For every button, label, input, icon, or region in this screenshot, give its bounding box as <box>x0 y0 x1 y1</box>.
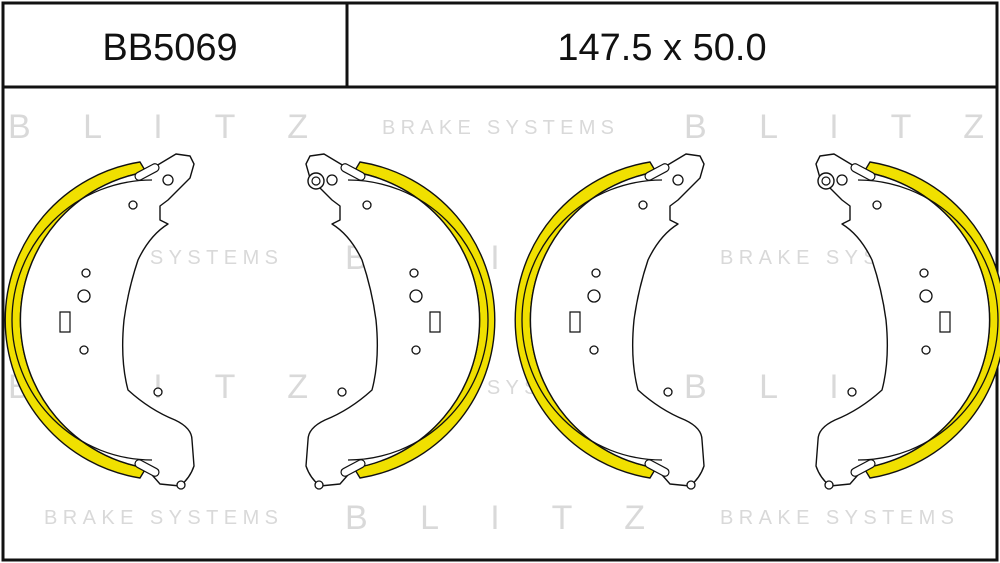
brake-shoe-2 <box>305 153 496 490</box>
brake-shoe-1 <box>4 153 195 490</box>
part-number: BB5069 <box>102 27 237 69</box>
adjuster-eye <box>307 172 325 190</box>
watermark-tagline: BRAKE SYSTEMS <box>44 507 278 529</box>
watermark-tagline: BRAKE SYSTEMS <box>382 117 614 139</box>
watermark-brand: B L I T Z <box>8 108 308 146</box>
watermark-brand: B L I T Z <box>684 108 984 146</box>
adjuster-eye <box>817 172 835 190</box>
brake-shoe-3 <box>514 153 705 490</box>
brake-shoe-4 <box>815 153 1000 490</box>
watermark-brand: B L I T Z <box>345 499 645 537</box>
dimensions-label: 147.5 x 50.0 <box>557 27 766 69</box>
watermark-tagline: BRAKE SYSTEMS <box>720 507 954 529</box>
